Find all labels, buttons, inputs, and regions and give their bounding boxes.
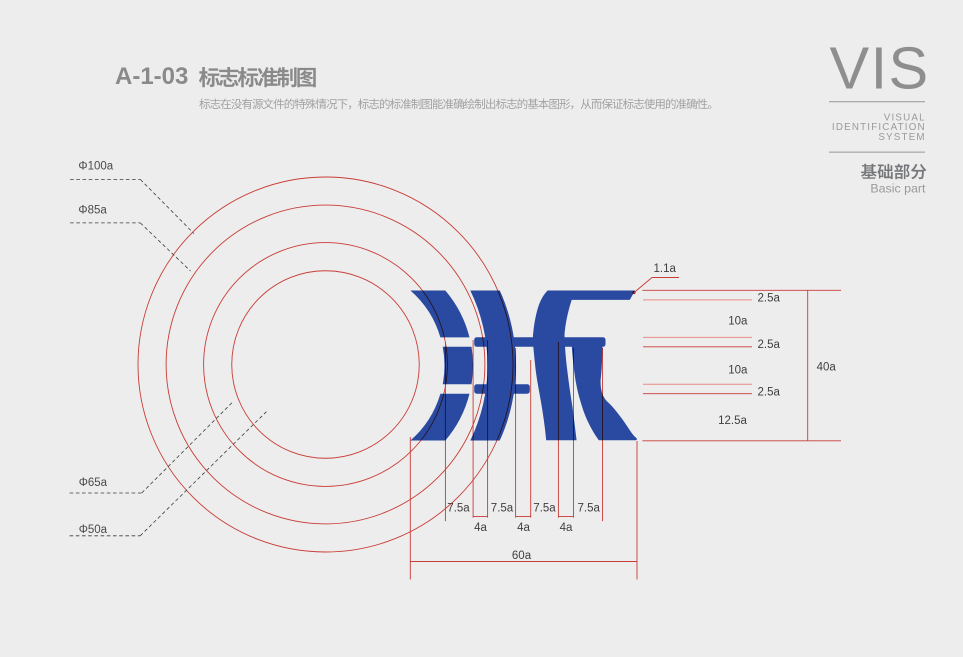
svg-text:1.1a: 1.1a (654, 263, 677, 275)
svg-text:7.5a: 7.5a (491, 503, 514, 515)
svg-text:Φ65a: Φ65a (79, 477, 108, 489)
svg-text:60a: 60a (512, 550, 532, 562)
svg-text:Basic part: Basic part (870, 181, 926, 195)
svg-text:7.5a: 7.5a (533, 503, 556, 515)
svg-text:2.5a: 2.5a (758, 293, 781, 305)
svg-text:SYSTEM: SYSTEM (878, 132, 925, 143)
svg-text:Φ85a: Φ85a (78, 204, 107, 216)
svg-text:A-1-03: A-1-03 (115, 63, 188, 90)
svg-text:Φ50a: Φ50a (79, 524, 108, 536)
svg-text:10a: 10a (728, 365, 748, 377)
svg-text:4a: 4a (474, 522, 487, 534)
svg-text:IDENTIFICATION: IDENTIFICATION (832, 122, 926, 133)
svg-text:Φ100a: Φ100a (78, 160, 113, 172)
svg-text:4a: 4a (517, 522, 530, 534)
svg-text:2.5a: 2.5a (758, 386, 781, 398)
svg-text:7.5a: 7.5a (447, 503, 470, 515)
svg-text:2.5a: 2.5a (758, 339, 781, 351)
svg-text:40a: 40a (817, 362, 837, 374)
svg-text:7.5a: 7.5a (578, 503, 601, 515)
svg-text:VISUAL: VISUAL (884, 112, 926, 123)
svg-text:12.5a: 12.5a (718, 415, 747, 427)
svg-text:10a: 10a (728, 316, 748, 328)
svg-text:4a: 4a (560, 522, 573, 534)
svg-text:VIS: VIS (830, 34, 930, 101)
